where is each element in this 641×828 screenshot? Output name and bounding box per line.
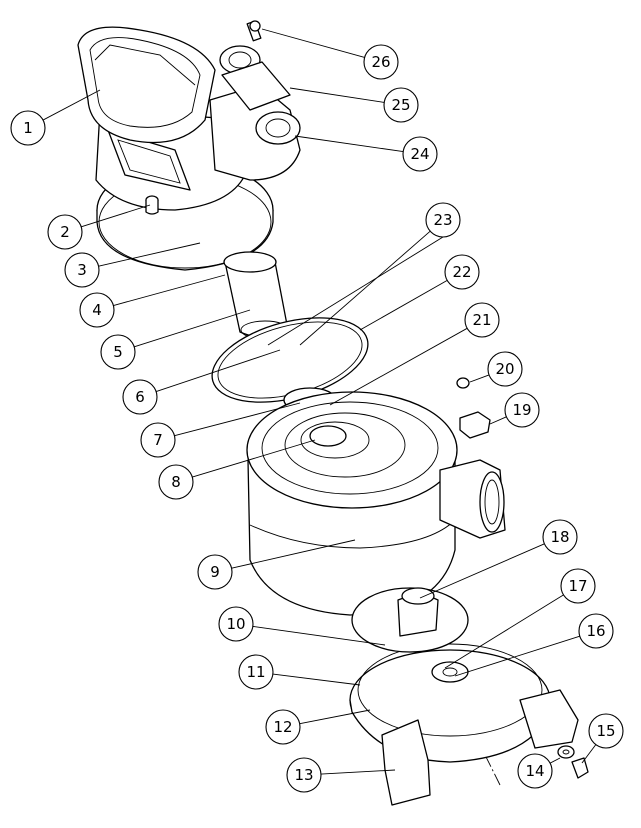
- callout-circle-6: [122, 379, 158, 415]
- callout-number-18: 18: [550, 528, 569, 546]
- callout-leader-26: [261, 28, 365, 58]
- callout-circle-9: [197, 554, 233, 590]
- callout-number-16: 16: [586, 622, 605, 640]
- callout-number-19: 19: [512, 401, 531, 419]
- callout-number-3: 3: [77, 261, 87, 279]
- callout-leader-14: [549, 757, 561, 764]
- callout-leader-15: [581, 744, 597, 764]
- impeller-and-base: [349, 587, 589, 806]
- callout-number-14: 14: [525, 762, 544, 780]
- callout-circle-20: [487, 351, 523, 387]
- callout-number-13: 13: [294, 766, 313, 784]
- callout-leader-3: [98, 242, 201, 267]
- callout-circle-22: [444, 254, 480, 290]
- callout-circle-14: [517, 753, 553, 789]
- callout-number-4: 4: [92, 301, 102, 319]
- callout-leader-20: [469, 374, 490, 383]
- callout-circle-11: [238, 654, 274, 690]
- motor-housing: [77, 20, 301, 271]
- callout-number-12: 12: [273, 718, 292, 736]
- callout-number-6: 6: [135, 388, 145, 406]
- callout-circle-23: [425, 202, 461, 238]
- callout-number-25: 25: [391, 96, 410, 114]
- callout-leader-16: [454, 635, 580, 677]
- callout-circle-24: [402, 136, 438, 172]
- foot-front: [381, 719, 431, 806]
- callout-number-11: 11: [246, 663, 265, 681]
- callout-circle-12: [265, 709, 301, 745]
- callout-circle-8: [158, 464, 194, 500]
- callout-leader-18: [419, 543, 545, 599]
- callout-number-22: 22: [452, 263, 471, 281]
- callout-circle-26: [363, 44, 399, 80]
- washer-small: [456, 377, 470, 389]
- callout-circle-3: [64, 252, 100, 288]
- callout-circle-18: [542, 519, 578, 555]
- callout-number-2: 2: [60, 223, 70, 241]
- callout-number-23: 23: [433, 211, 452, 229]
- callout-leader-1: [42, 89, 101, 121]
- callout-number-24: 24: [410, 145, 429, 163]
- callout-number-15: 15: [596, 722, 615, 740]
- callout-leader-23b: [267, 236, 444, 346]
- callout-number-10: 10: [226, 615, 245, 633]
- callout-number-9: 9: [210, 563, 220, 581]
- callout-number-5: 5: [113, 343, 123, 361]
- callout-circle-1: [10, 110, 46, 146]
- callout-number-20: 20: [495, 360, 514, 378]
- callout-circle-5: [100, 334, 136, 370]
- callout-leader-23: [299, 230, 431, 346]
- callout-leader-11: [272, 673, 361, 686]
- callout-circle-7: [140, 422, 176, 458]
- callout-circle-2: [47, 214, 83, 250]
- callout-circle-13: [286, 757, 322, 793]
- callout-circle-17: [560, 568, 596, 604]
- callout-circle-4: [79, 292, 115, 328]
- callout-leader-5: [134, 309, 251, 348]
- callout-circle-19: [504, 392, 540, 428]
- callout-number-7: 7: [153, 431, 163, 449]
- callout-leader-19: [489, 416, 507, 425]
- callout-circle-21: [464, 302, 500, 338]
- callout-leader-21: [329, 327, 468, 406]
- callout-leader-22: [359, 280, 448, 331]
- callout-number-1: 1: [23, 119, 33, 137]
- callout-leader-17: [444, 594, 564, 669]
- callout-leader-10: [252, 625, 386, 646]
- callout-number-26: 26: [371, 53, 390, 71]
- callout-leader-8: [192, 439, 316, 478]
- callout-circle-25: [383, 87, 419, 123]
- plug-screw: [459, 411, 491, 439]
- pump-casing: [246, 391, 506, 616]
- callout-leader-13: [320, 769, 396, 775]
- callout-leader-6: [155, 349, 281, 393]
- callout-leader-4: [113, 274, 226, 306]
- callout-circle-15: [588, 713, 624, 749]
- callout-number-21: 21: [472, 311, 491, 329]
- callout-circle-10: [218, 606, 254, 642]
- callout-leader-12: [299, 709, 371, 725]
- foot-right: [519, 689, 579, 749]
- callout-leader-24: [294, 135, 404, 153]
- callout-circle-16: [578, 613, 614, 649]
- callout-number-8: 8: [171, 473, 181, 491]
- callout-leader-2: [81, 204, 151, 228]
- callout-leader-7: [174, 402, 301, 437]
- callout-leader-25: [289, 87, 385, 103]
- callout-number-17: 17: [568, 577, 587, 595]
- callout-leader-9: [231, 539, 356, 569]
